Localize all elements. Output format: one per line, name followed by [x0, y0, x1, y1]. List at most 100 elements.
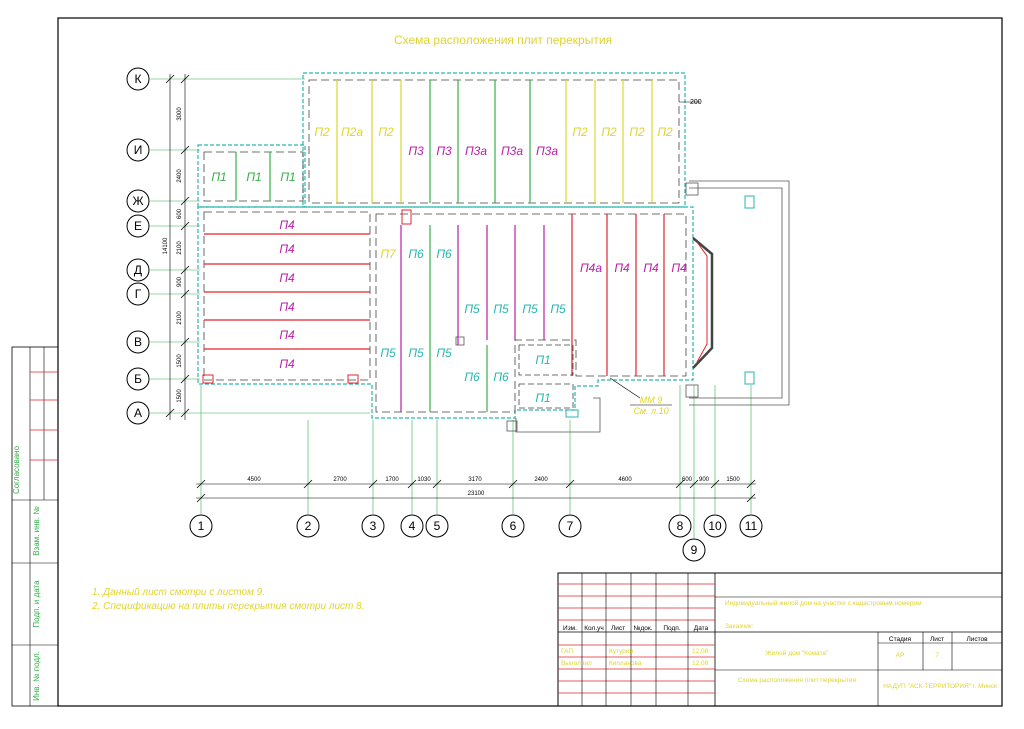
slab-label: П5	[436, 346, 452, 360]
svg-text:1700: 1700	[385, 477, 399, 483]
svg-text:2100: 2100	[177, 311, 183, 325]
svg-text:3: 3	[370, 519, 377, 533]
axis-bubble-g: Г	[126, 282, 150, 306]
note-1: 1. Данный лист смотри с листом 9.	[92, 587, 265, 598]
axis-bubble-k: К	[126, 67, 150, 91]
axis-bubble-11: 11	[739, 514, 763, 538]
slab-label: П5	[550, 302, 566, 316]
title-block: Изм. Кол.уч Лист №док. Подп. Дата Стадия…	[557, 572, 1003, 707]
axis-bubble-4: 4	[400, 514, 424, 538]
axis-bubble-1: 1	[189, 514, 213, 538]
svg-text:6: 6	[510, 519, 517, 533]
svg-text:Лист: Лист	[930, 636, 944, 643]
slab-label: П1	[211, 170, 226, 184]
svg-text:И: И	[134, 143, 143, 157]
svg-text:14100: 14100	[163, 237, 169, 254]
axis-bubble-zh: Ж	[126, 189, 150, 213]
svg-text:Жилой дом "Комата": Жилой дом "Комата"	[766, 649, 829, 657]
slab-label: П4	[279, 218, 295, 232]
horizontal-axis-lines	[150, 78, 370, 414]
svg-text:Схема расположения плит перекр: Схема расположения плит перекрытия	[738, 677, 857, 684]
axis-number-bubbles: 1 2 3 4 5 6 7 8 9 10 11	[189, 514, 763, 562]
svg-text:АР: АР	[896, 652, 905, 659]
svg-text:5: 5	[434, 519, 441, 533]
slab-label: П3	[408, 144, 424, 158]
svg-text:См. л.10: См. л.10	[633, 406, 668, 416]
svg-text:1: 1	[198, 519, 205, 533]
svg-text:Выполнил: Выполнил	[561, 660, 592, 667]
svg-text:3000: 3000	[177, 107, 183, 121]
svg-text:А: А	[134, 406, 142, 420]
svg-text:11: 11	[745, 519, 758, 533]
svg-text:К: К	[135, 72, 142, 86]
slab-label: П3	[436, 144, 452, 158]
slab-label: П5	[493, 302, 509, 316]
svg-text:Стадия: Стадия	[889, 636, 912, 643]
slab-label: П1	[246, 170, 261, 184]
slab-label: П2	[572, 125, 588, 139]
slab-labels: П1 П1 П1 П2 П2а П2 П2 П2 П2 П2 П7 П3 П3 …	[211, 125, 687, 405]
svg-text:1500: 1500	[726, 477, 740, 483]
svg-text:Д: Д	[134, 263, 142, 277]
slab-label: П2	[314, 125, 330, 139]
svg-text:Инв. № подл.: Инв. № подл.	[32, 651, 41, 701]
slab-label: П4	[643, 261, 659, 275]
axis-bubble-5: 5	[425, 514, 449, 538]
svg-text:Е: Е	[134, 219, 142, 233]
slab-label: П6	[493, 370, 509, 384]
slab-label: П6	[436, 247, 452, 261]
drawing-title: Схема расположения плит перекрытия	[394, 33, 612, 47]
axis-bubble-9: 9	[682, 538, 706, 562]
slab-label: П6	[464, 370, 480, 384]
slab-label: П1	[535, 391, 550, 405]
slab-label: П4	[279, 300, 295, 314]
svg-text:4600: 4600	[618, 477, 632, 483]
svg-text:9: 9	[691, 543, 698, 557]
left-dimension-chain: 14100 3000 2400 600 2100 900 2100 1500 1…	[163, 74, 190, 420]
svg-text:23100: 23100	[468, 491, 485, 497]
svg-text:Индивидуальный жилой дом на уч: Индивидуальный жилой дом на участке с ка…	[725, 599, 922, 607]
svg-text:Подп.: Подп.	[663, 625, 680, 632]
slab-label: П7	[380, 247, 397, 261]
slab-label: П4	[614, 261, 630, 275]
axis-bubble-a: А	[126, 401, 150, 425]
svg-text:Дата: Дата	[694, 625, 709, 632]
svg-text:8: 8	[677, 519, 684, 533]
svg-text:1500: 1500	[177, 354, 183, 368]
slab-label: П6	[408, 247, 424, 261]
svg-text:Взам. инв. №: Взам. инв. №	[32, 506, 41, 556]
slab-label: П3а	[501, 144, 523, 158]
svg-text:7: 7	[567, 519, 574, 533]
slab-label: П4	[671, 261, 687, 275]
note-2: 2. Спецификацию на плиты перекрытия смот…	[91, 600, 365, 612]
svg-text:600: 600	[682, 477, 693, 483]
notes: 1. Данный лист смотри с листом 9. 2. Спе…	[91, 587, 365, 612]
axis-bubble-e: Е	[126, 214, 150, 238]
svg-text:В: В	[134, 335, 142, 349]
svg-text:12.08: 12.08	[692, 648, 709, 655]
svg-text:4: 4	[409, 519, 416, 533]
svg-text:Кутурин: Кутурин	[609, 648, 634, 655]
slab-label: П4	[279, 271, 295, 285]
svg-text:Б: Б	[134, 372, 142, 386]
svg-text:№док.: №док.	[633, 625, 652, 632]
svg-text:Кипланова: Кипланова	[609, 660, 642, 667]
svg-text:1030: 1030	[417, 477, 431, 483]
svg-text:Лист: Лист	[611, 625, 625, 632]
axis-bubble-2: 2	[296, 514, 320, 538]
svg-text:Изм.: Изм.	[563, 625, 577, 632]
slab-label: П2	[601, 125, 617, 139]
axis-bubble-b: Б	[126, 367, 150, 391]
slab-label: П4	[279, 242, 295, 256]
slab-label: П2а	[341, 125, 363, 139]
axis-bubble-i: И	[126, 138, 150, 162]
side-stamp: Согласовано Взам. инв. № Подп. и дата Ин…	[11, 346, 59, 707]
slab-label: П2	[629, 125, 645, 139]
svg-text:1500: 1500	[177, 389, 183, 403]
slab-label: П4а	[580, 261, 602, 275]
axis-bubble-d: Д	[126, 258, 150, 282]
svg-text:Г: Г	[135, 287, 142, 301]
axis-letter-bubbles: К И Ж Е Д Г В Б А	[126, 67, 150, 425]
building-outline	[197, 72, 790, 433]
